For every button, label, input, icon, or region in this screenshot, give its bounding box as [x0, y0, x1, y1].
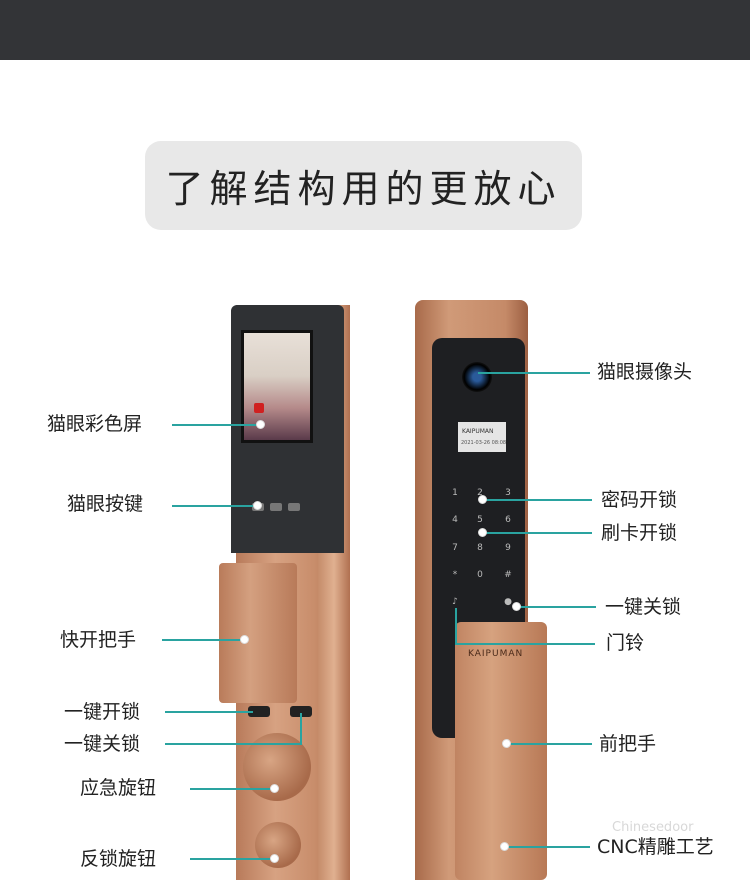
label-quick-handle: 快开把手 [60, 629, 137, 651]
quick-handle [219, 563, 297, 703]
leader-one-key-lock-right [516, 606, 596, 608]
key-9: 9 [505, 543, 511, 553]
dot-peephole-button [253, 501, 262, 510]
key-4: 4 [452, 515, 458, 525]
bell-icon: ♪ [452, 597, 458, 607]
label-one-key-lock-right: 一键关锁 [605, 596, 682, 618]
label-peephole-button: 猫眼按键 [67, 493, 144, 515]
label-card-unlock: 刷卡开锁 [601, 522, 678, 544]
top-bar [0, 0, 750, 60]
peephole-button-icon [288, 503, 300, 511]
label-password-unlock: 密码开锁 [601, 489, 678, 511]
key-5: 5 [477, 515, 483, 525]
dot-cnc [500, 842, 509, 851]
dot-card-unlock [478, 528, 487, 537]
watermark: Chinesedoor [612, 820, 694, 835]
leader-anti-lock-knob [190, 858, 274, 860]
leader-quick-handle [162, 639, 244, 641]
peephole-button-icon [270, 503, 282, 511]
key-6: 6 [505, 515, 511, 525]
screen-date: 2021-03-26 08:08 [461, 440, 507, 446]
leader-card-unlock [482, 532, 592, 534]
label-doorbell: 门铃 [606, 632, 645, 654]
camera-icon [462, 362, 492, 392]
key-2: 2 [477, 488, 483, 498]
label-front-handle: 前把手 [599, 733, 657, 755]
leader-emergency-knob [190, 788, 274, 790]
screen-image [244, 333, 310, 440]
leader-password-unlock [482, 499, 592, 501]
label-emergency-knob: 应急旋钮 [80, 777, 157, 799]
label-peephole-camera: 猫眼摄像头 [597, 361, 693, 383]
key-8: 8 [477, 543, 483, 553]
lock-icon: ● [504, 597, 512, 607]
title-banner: 了解结构用的更放心 [145, 141, 582, 230]
key-1: 1 [452, 488, 458, 498]
leader-cnc [504, 846, 590, 848]
status-screen: KAIPUMAN 2021-03-26 08:08 [458, 422, 506, 452]
label-anti-lock-knob: 反锁旋钮 [80, 848, 157, 870]
key-7: 7 [452, 543, 458, 553]
dot-password-unlock [478, 495, 487, 504]
lock-button-icon [290, 706, 312, 717]
label-color-screen: 猫眼彩色屏 [47, 413, 143, 435]
key-hash: # [504, 570, 512, 580]
leader-one-key-lock-left [165, 743, 302, 745]
leader-peephole-camera [478, 372, 590, 374]
label-one-key-lock-left: 一键关锁 [64, 733, 141, 755]
leader-one-key-lock-vertical [300, 713, 302, 744]
key-3: 3 [505, 488, 511, 498]
dot-anti-lock-knob [270, 854, 279, 863]
leader-doorbell-vertical [455, 608, 457, 644]
dot-quick-handle [240, 635, 249, 644]
dot-color-screen [256, 420, 265, 429]
dot-front-handle [502, 739, 511, 748]
leader-one-key-unlock [165, 711, 253, 713]
dot-one-key-lock-right [512, 602, 521, 611]
leader-peephole-button [172, 505, 257, 507]
leader-color-screen [172, 424, 260, 426]
key-0: 0 [477, 570, 483, 580]
screen-brand: KAIPUMAN [462, 428, 494, 435]
label-cnc: CNC精雕工艺 [597, 836, 714, 858]
handle-brand: KAIPUMAN [468, 649, 524, 659]
leader-doorbell [455, 643, 595, 645]
dot-emergency-knob [270, 784, 279, 793]
label-one-key-unlock: 一键开锁 [64, 701, 141, 723]
page-title: 了解结构用的更放心 [165, 167, 562, 211]
leader-front-handle [506, 743, 592, 745]
unlock-button-icon [248, 706, 270, 717]
key-star: * [452, 570, 458, 580]
front-handle [455, 622, 547, 880]
